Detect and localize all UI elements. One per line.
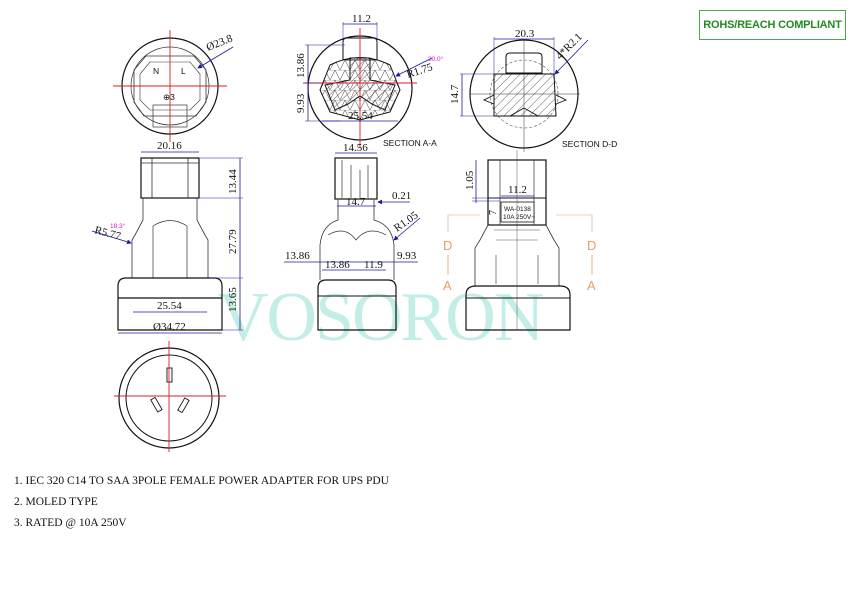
- dim-aa-upper-height: 13.86: [295, 53, 307, 78]
- dim-mid-right-outer: 9.93: [397, 250, 417, 262]
- dim-dd-width: 20.3: [515, 28, 535, 40]
- side-view-right: WA-0138 10A 250V~ 1.05 11.2 7 D D A A: [443, 150, 596, 331]
- pin-n-label: N: [153, 66, 159, 76]
- dim-left-mid-height: 27.79: [227, 229, 239, 254]
- dim-mid-gap: 0.21: [392, 190, 411, 202]
- note-item: 3. RATED @ 10A 250V: [14, 517, 127, 529]
- socket-face-view: [114, 341, 226, 452]
- dim-left-base-dia: Ø34.72: [153, 321, 186, 333]
- dim-front-dia: Ø23.8: [205, 32, 235, 54]
- section-mark-d-left: D: [443, 238, 452, 253]
- dim-right-label-width: 11.2: [508, 184, 527, 196]
- dim-mid-radius: R1.05: [392, 209, 421, 234]
- dim-aa-radius: R1.75: [405, 61, 434, 81]
- note-item: 1. IEC 320 C14 TO SAA 3POLE FEMALE POWER…: [14, 475, 389, 487]
- dim-left-base-height: 13.65: [227, 287, 239, 312]
- notes-list: 1. IEC 320 C14 TO SAA 3POLE FEMALE POWER…: [14, 473, 389, 536]
- dim-mid-top-width: 14.56: [343, 142, 368, 154]
- dim-aa-lower-height: 9.93: [295, 93, 307, 113]
- watermark: VOSORON: [218, 279, 543, 356]
- label-model: WA-0138: [504, 206, 531, 213]
- note-item: 2. MOLED TYPE: [14, 496, 98, 508]
- dim-aa-angle: 30.0°: [428, 55, 444, 63]
- dim-right-label-height: 7: [488, 210, 499, 215]
- section-mark-a-right: A: [587, 278, 596, 293]
- dim-mid-right-inner: 11.9: [364, 259, 383, 271]
- dim-left-inner-width: 25.54: [157, 300, 182, 312]
- section-aa-title: SECTION A-A: [383, 138, 437, 148]
- dim-dd-radius: 4*R2.1: [554, 31, 585, 62]
- section-mark-d-right: D: [587, 238, 596, 253]
- section-dd-title: SECTION D-D: [562, 139, 617, 149]
- front-view: N L ⊕3 Ø23.8: [113, 30, 235, 142]
- dim-aa-top-width: 11.2: [352, 13, 371, 25]
- dim-dd-height: 14.7: [449, 84, 461, 104]
- label-rating: 10A 250V~: [503, 214, 535, 221]
- pin-l-label: L: [181, 66, 186, 76]
- dim-mid-left-inner: 13.86: [325, 259, 350, 271]
- section-dd-view: 20.3 14.7 4*R2.1 SECTION D-D: [449, 28, 617, 152]
- dim-right-offset: 1.05: [464, 170, 476, 190]
- dim-left-top-width: 20.16: [157, 140, 182, 152]
- dim-aa-width: 25.54: [348, 110, 373, 122]
- dim-mid-inner: 14.7: [346, 196, 366, 208]
- section-aa-view: 11.2 13.86 9.93 25.54 R1.75 30.0° SECTIO…: [295, 13, 444, 148]
- section-mark-a-left: A: [443, 278, 452, 293]
- dim-left-angle: 18.3°: [110, 222, 126, 230]
- pin-e-label: ⊕3: [163, 92, 175, 102]
- dim-left-top-height: 13.44: [227, 169, 239, 194]
- dim-mid-left-outer: 13.86: [285, 250, 310, 262]
- rohs-reach-badge: ROHS/REACH COMPLIANT: [699, 10, 846, 40]
